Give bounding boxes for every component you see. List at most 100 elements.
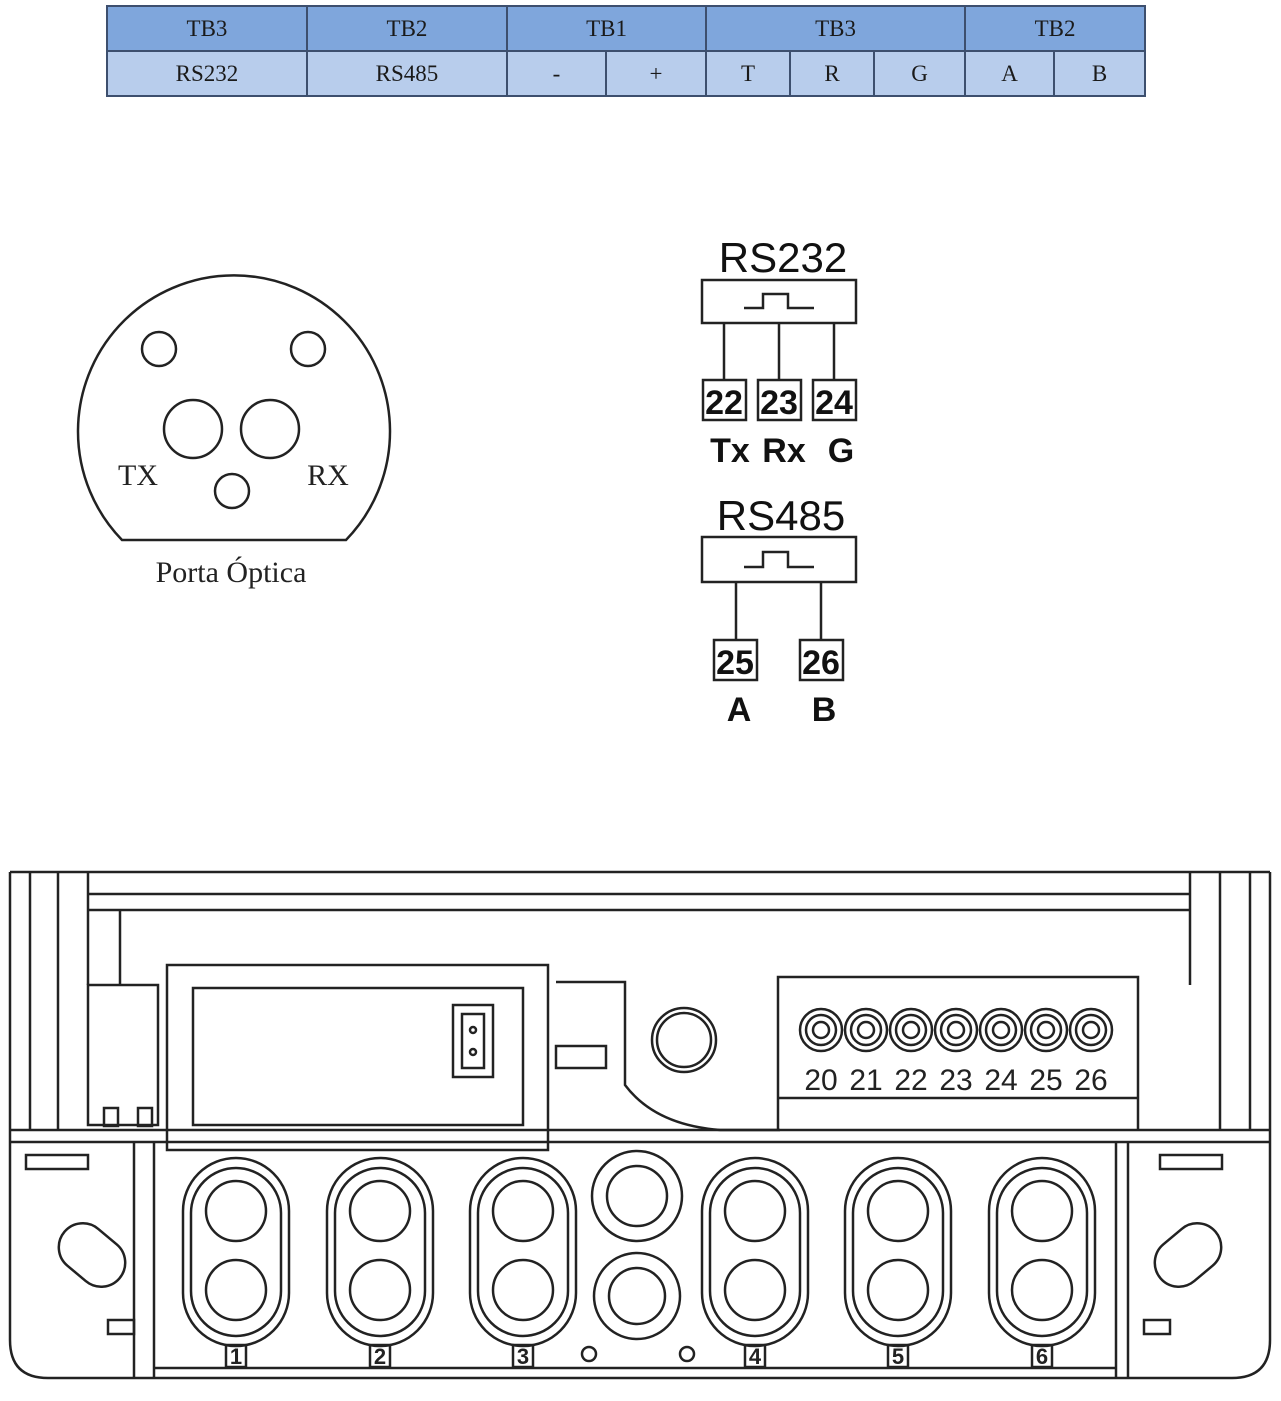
rs232-terminal-23: 23 [760,384,798,422]
cell-a: A [964,50,1056,97]
terminal-hole-26 [1068,1007,1114,1053]
terminal-table: TB3 TB2 TB1 TB3 TB2 RS232 RS485 - + T R … [106,5,1147,97]
left-small-tab [106,1318,136,1336]
middle-bracket-tab [554,1044,608,1070]
rs485-terminal-26: 26 [802,644,840,682]
terminal-number-24: 24 [984,1064,1017,1097]
gland-hole-bottom [491,1258,555,1322]
optical-port [76,274,392,542]
table-row: RS232 RS485 - + T R G A B [106,50,1147,97]
gland-number-5: 5 [892,1344,904,1369]
cell-rs232: RS232 [106,50,308,97]
battery-compartment-inner [191,986,525,1127]
terminal-hole-inner [856,1020,876,1040]
right-small-tab [1142,1318,1172,1336]
gland-inner [708,1166,802,1338]
cell-plus: + [604,50,708,97]
gland-hole-bottom [348,1258,412,1322]
left-latch-block [86,983,160,1127]
left-slot [24,1153,90,1171]
rs232-terminal-box-22 [701,378,748,422]
gland-number-box [224,1343,248,1369]
gland-number-3: 3 [517,1344,529,1369]
rs232-signal-rx: Rx [762,432,806,470]
gland-hole-top [1010,1179,1074,1243]
gland-hole-bottom [204,1258,268,1322]
tx-lens [162,398,224,460]
small-hole-left [580,1345,598,1363]
rs485-switch-box [700,535,858,584]
middle-bracket [556,980,780,1132]
cell-r: R [789,50,876,97]
terminal-hole-outer [1023,1007,1069,1053]
battery-connector [451,1003,495,1079]
terminal-hole-outer [843,1007,889,1053]
left-mount-hole [57,1222,127,1288]
mount-hole-left [140,330,178,368]
terminal-hole-inner [991,1020,1011,1040]
gland-inner [333,1166,427,1338]
gland-3 [468,1156,578,1369]
terminal-number-25: 25 [1029,1064,1062,1097]
optical-port-caption: Porta Óptica [156,556,307,589]
tx-label: TX [118,459,158,492]
center-gland-bottom-inner [607,1266,667,1326]
header-tb3-signals: TB3 [705,5,967,52]
rs485-signal-b: B [812,691,837,729]
terminal-number-23: 23 [939,1064,972,1097]
battery-compartment-outer [165,963,550,1152]
terminal-number-21: 21 [849,1064,882,1097]
rs232-signal-g: G [828,432,854,470]
cell-t: T [705,50,792,97]
gland-2 [325,1156,435,1369]
battery-connector-inner [460,1012,486,1070]
rx-label: RX [307,459,349,492]
gland-number-box [743,1343,767,1369]
battery-pin-1 [468,1025,478,1035]
terminal-hole-25 [1023,1007,1069,1053]
gland-inner [476,1166,570,1338]
terminal-hole-mid [894,1013,928,1047]
gland-6 [987,1156,1097,1369]
terminal-hole-22 [888,1007,934,1053]
cell-g: G [873,50,967,97]
terminal-hole-24 [978,1007,1024,1053]
terminal-hole-outer [1068,1007,1114,1053]
terminal-hole-23 [933,1007,979,1053]
gland-number-6: 6 [1036,1344,1048,1369]
cell-minus: - [506,50,607,97]
gland-number-1: 1 [230,1344,242,1369]
gland-number-4: 4 [749,1344,762,1369]
header-tb2-signals: TB2 [964,5,1147,52]
terminal-hole-inner [811,1020,831,1040]
terminal-hole-mid [1074,1013,1108,1047]
terminal-hole-inner [1081,1020,1101,1040]
meter-housing [8,870,1272,1380]
terminal-hole-inner [1036,1020,1056,1040]
gland-hole-bottom [723,1258,787,1322]
gland-hole-top [866,1179,930,1243]
cell-b: B [1053,50,1147,97]
gland-hole-top [723,1179,787,1243]
gland-inner [851,1166,945,1338]
rs232-title: RS232 [719,234,847,281]
header-tb1: TB1 [505,5,708,52]
right-slot [1158,1153,1224,1171]
gland-number-box [368,1343,392,1369]
terminal-hole-inner [946,1020,966,1040]
terminal-hole-mid [1029,1013,1063,1047]
rs485-terminal-25: 25 [716,644,754,682]
center-plug-inner [655,1011,713,1069]
rs232-switch-icon [744,292,814,310]
gland-number-box [1030,1343,1054,1369]
gland-hole-top [491,1179,555,1243]
cell-rs485: RS485 [306,50,508,97]
terminal-hole-mid [939,1013,973,1047]
gland-4 [700,1156,810,1369]
rs232-connector [700,278,858,422]
header-tb2: TB2 [306,5,508,52]
gland-number-box [886,1343,910,1369]
rs232-terminal-box-24 [811,378,858,422]
terminal-hole-outer [798,1007,844,1053]
